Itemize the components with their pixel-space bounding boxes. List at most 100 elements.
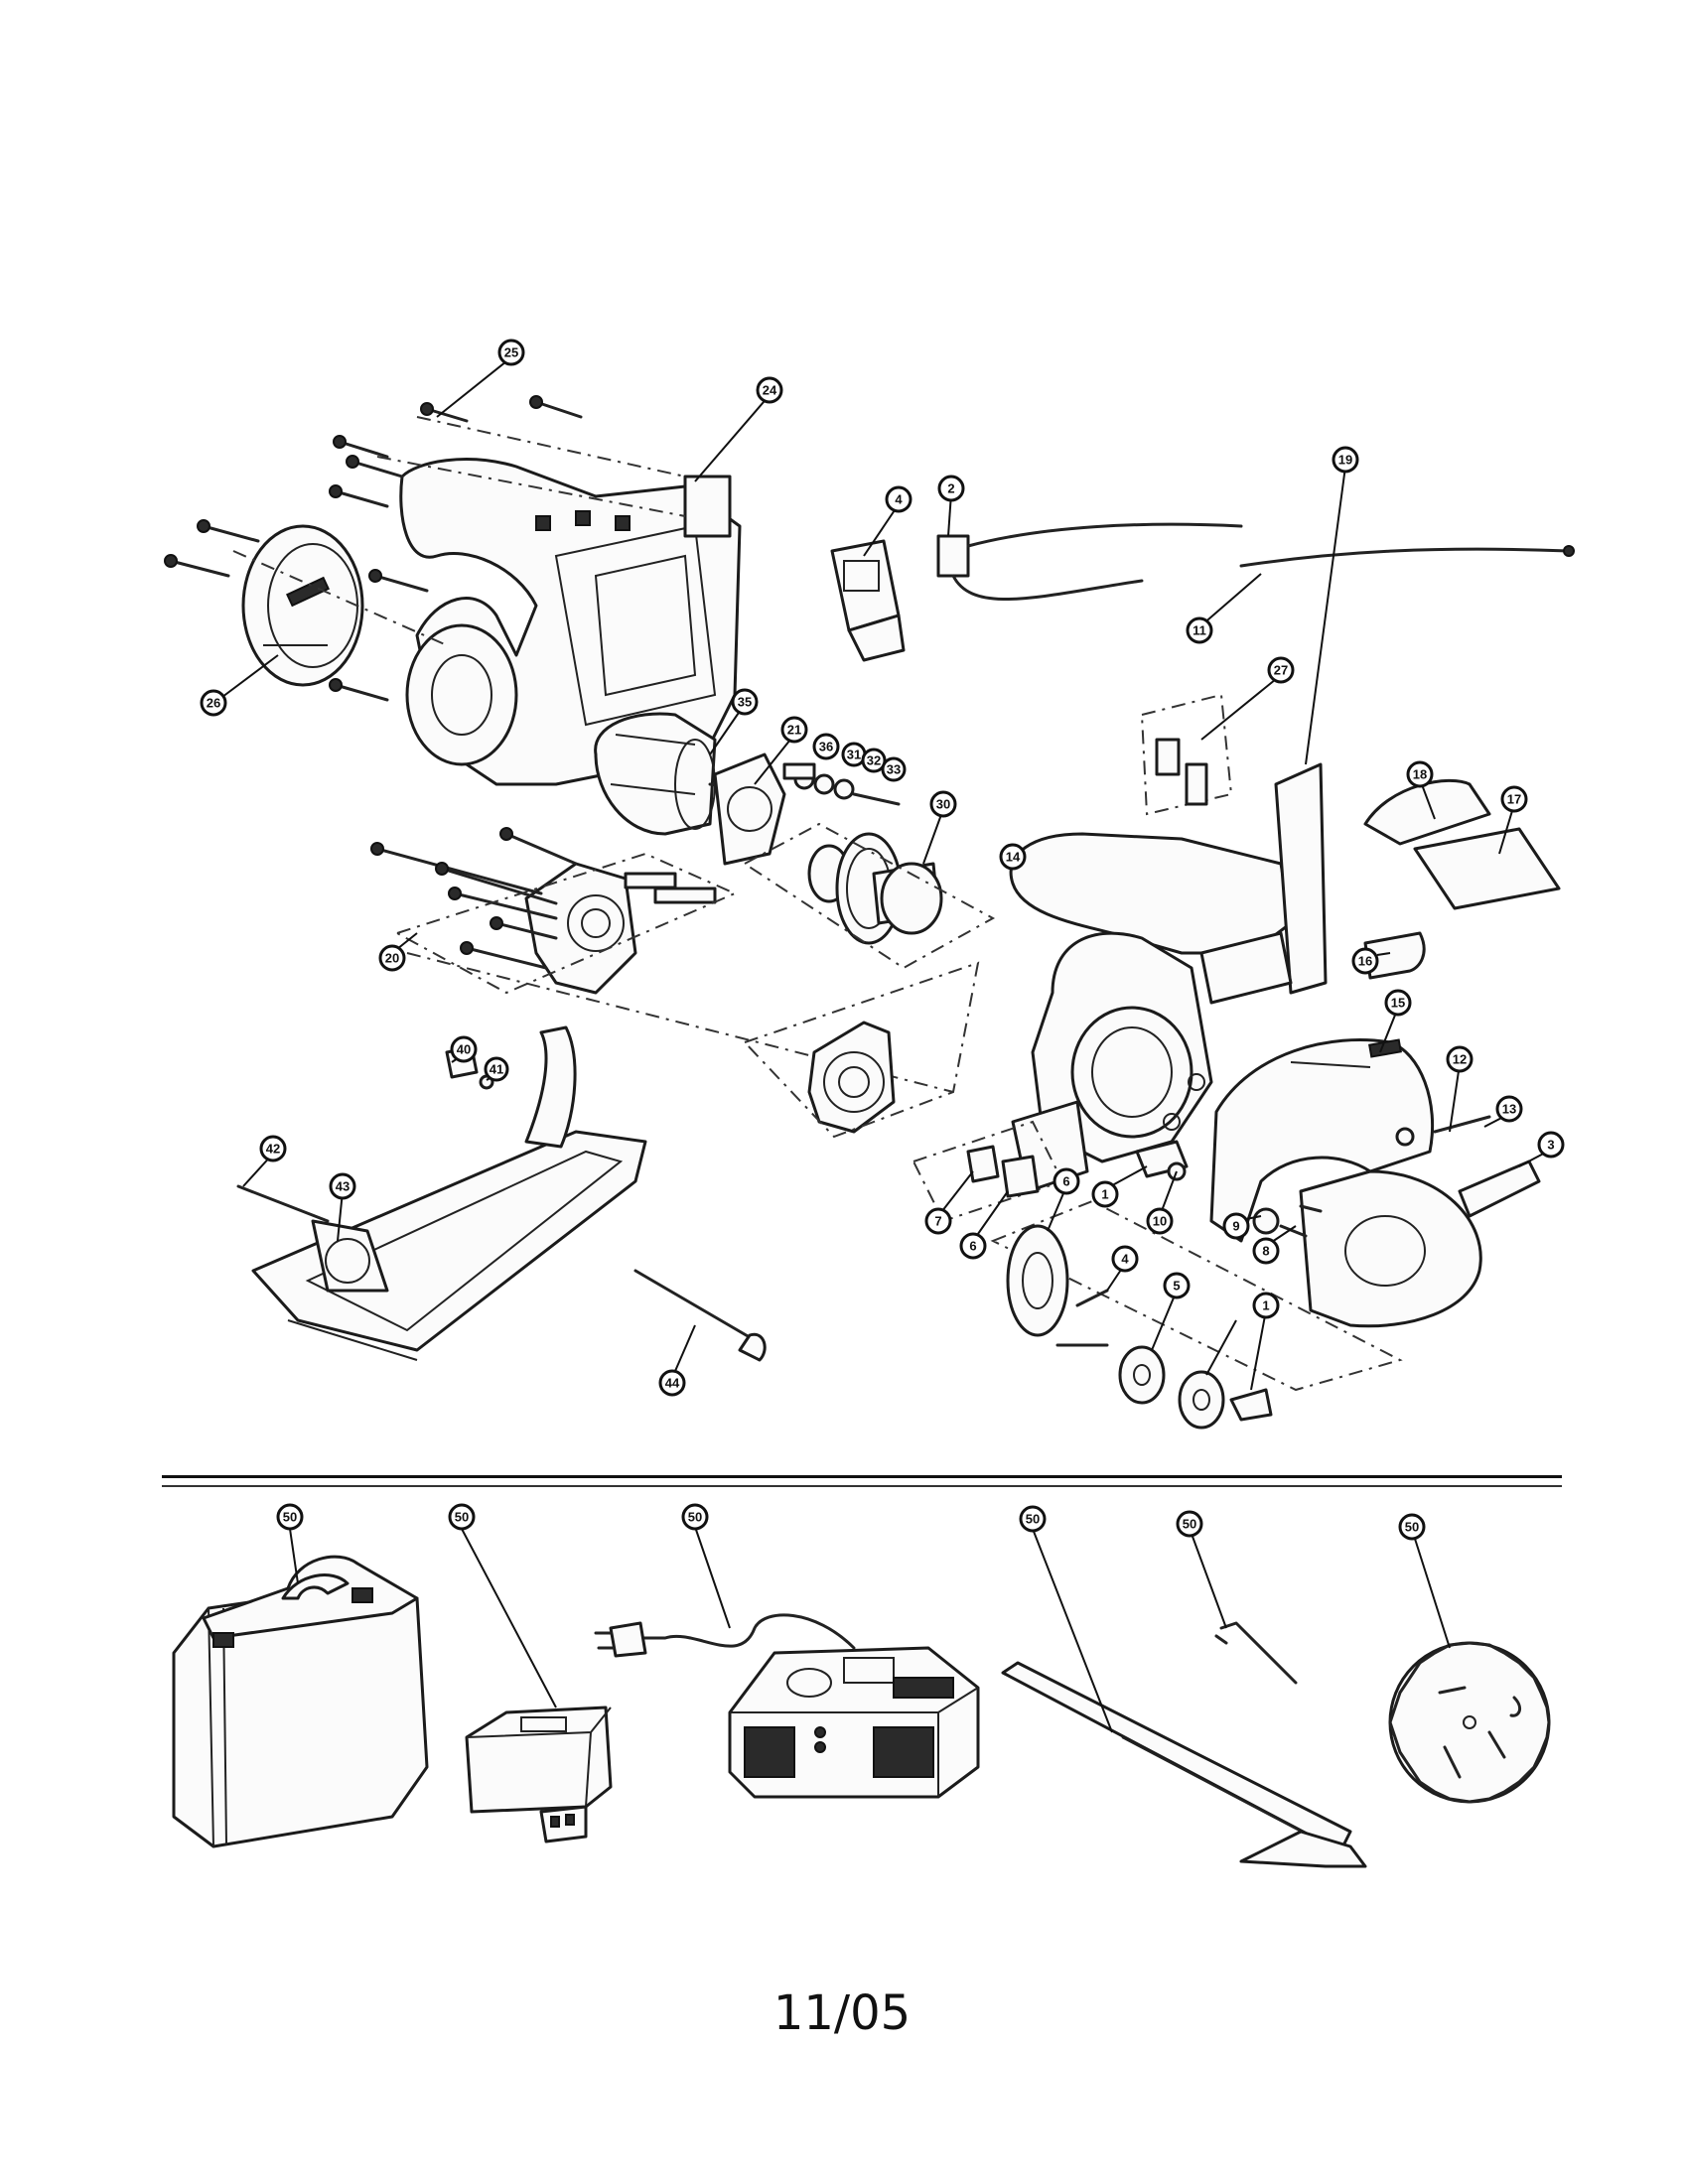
hex-key <box>1214 1621 1298 1685</box>
end-cap <box>241 524 364 687</box>
callout-6b: 6 <box>1052 1167 1080 1195</box>
callout-12: 12 <box>1446 1045 1474 1073</box>
callout-label: 17 <box>1507 792 1521 807</box>
callout-7: 7 <box>924 1207 952 1235</box>
callout-label: 31 <box>847 748 861 762</box>
edge-guide <box>1001 1661 1367 1868</box>
blade-flange-group <box>990 1199 1403 1430</box>
lock-button <box>1140 693 1233 816</box>
charger <box>594 1613 980 1799</box>
callout-label: 40 <box>457 1042 471 1057</box>
callout-label: 1 <box>1101 1187 1108 1202</box>
callout-label: 9 <box>1232 1219 1239 1234</box>
callout-label: 4 <box>895 492 903 507</box>
accessory-leaders <box>289 1526 1451 1733</box>
callout-label: 35 <box>738 695 752 710</box>
callout-41: 41 <box>484 1056 509 1082</box>
callout-14: 14 <box>999 843 1027 871</box>
footer-date-code: 11/05 <box>772 1985 912 2041</box>
callout-27: 27 <box>1267 656 1295 684</box>
callout-label: 42 <box>266 1142 280 1157</box>
callout-label: 3 <box>1547 1138 1554 1153</box>
callout-label: 50 <box>1183 1517 1196 1532</box>
switch <box>830 539 906 662</box>
callout-13: 13 <box>1495 1095 1523 1123</box>
callout-label: 50 <box>283 1510 297 1525</box>
callout-20: 20 <box>378 944 406 972</box>
callout-8: 8 <box>1252 1237 1280 1265</box>
callout-9: 9 <box>1222 1212 1250 1240</box>
callout-label: 1 <box>1262 1298 1269 1313</box>
callout-50-hexkey: 50 <box>1176 1510 1203 1538</box>
callout-label: 43 <box>336 1179 350 1194</box>
motor-bracket <box>713 752 901 866</box>
callout-16: 16 <box>1351 947 1379 975</box>
callout-label: 41 <box>490 1062 503 1077</box>
callout-label: 50 <box>1405 1520 1419 1535</box>
callout-2: 2 <box>937 475 965 502</box>
housing-screws <box>164 395 583 702</box>
callout-26: 26 <box>200 689 227 717</box>
labels <box>1135 778 1561 1178</box>
battery-pack <box>465 1706 613 1843</box>
callout-44: 44 <box>658 1369 686 1397</box>
callout-5: 5 <box>1163 1272 1191 1299</box>
callout-19: 19 <box>1332 446 1359 474</box>
callout-label: 21 <box>787 723 801 738</box>
callout-1b: 1 <box>1252 1292 1280 1319</box>
callout-label: 7 <box>934 1214 941 1229</box>
callout-24: 24 <box>756 376 783 404</box>
callout-18: 18 <box>1406 760 1434 788</box>
callout-label: 20 <box>385 951 399 966</box>
callout-11: 11 <box>1186 616 1213 644</box>
callout-label: 36 <box>819 740 833 754</box>
callout-50-guide: 50 <box>1019 1505 1047 1533</box>
callout-1: 1 <box>1091 1180 1119 1208</box>
callout-label: 33 <box>887 762 901 777</box>
callout-50-charger: 50 <box>681 1503 709 1531</box>
callout-3: 3 <box>1537 1131 1565 1159</box>
callout-31: 31 <box>841 742 867 767</box>
callout-4: 4 <box>885 485 912 513</box>
wire-harness <box>936 522 1575 601</box>
callout-17: 17 <box>1500 785 1528 813</box>
callout-4b: 4 <box>1111 1245 1139 1273</box>
callout-label: 15 <box>1391 996 1405 1011</box>
callout-label: 26 <box>207 696 220 711</box>
callout-label: 6 <box>969 1239 976 1254</box>
small-parts <box>912 1120 1323 1238</box>
callout-label: 12 <box>1453 1052 1467 1067</box>
callout-label: 50 <box>688 1510 702 1525</box>
saw-blade <box>1388 1641 1551 1804</box>
carrying-case <box>172 1555 429 1848</box>
callout-label: 2 <box>947 481 954 496</box>
callout-label: 11 <box>1193 623 1206 638</box>
callout-label: 32 <box>867 753 881 768</box>
callout-label: 50 <box>1026 1512 1040 1527</box>
callout-43: 43 <box>329 1172 356 1200</box>
callout-label: 4 <box>1121 1252 1129 1267</box>
callout-label: 8 <box>1262 1244 1269 1259</box>
gear-housing <box>370 827 717 995</box>
callout-label: 30 <box>936 797 950 812</box>
callout-40: 40 <box>450 1035 478 1063</box>
callout-label: 25 <box>504 345 518 360</box>
callout-10: 10 <box>1146 1207 1174 1235</box>
section-divider <box>162 1475 1562 1478</box>
callout-label: 13 <box>1502 1102 1516 1117</box>
callout-label: 27 <box>1274 663 1288 678</box>
callout-label: 44 <box>665 1376 680 1391</box>
callout-25: 25 <box>497 339 525 366</box>
gear-assembly <box>807 832 943 945</box>
callout-label: 50 <box>455 1510 469 1525</box>
callout-42: 42 <box>259 1135 287 1162</box>
callout-label: 5 <box>1173 1279 1180 1294</box>
callout-label: 14 <box>1006 850 1021 865</box>
callout-15: 15 <box>1384 989 1412 1017</box>
callout-label: 6 <box>1062 1174 1069 1189</box>
callout-label: 16 <box>1358 954 1372 969</box>
callout-50-case: 50 <box>276 1503 304 1531</box>
callout-21: 21 <box>780 716 808 744</box>
callout-30: 30 <box>929 790 957 818</box>
